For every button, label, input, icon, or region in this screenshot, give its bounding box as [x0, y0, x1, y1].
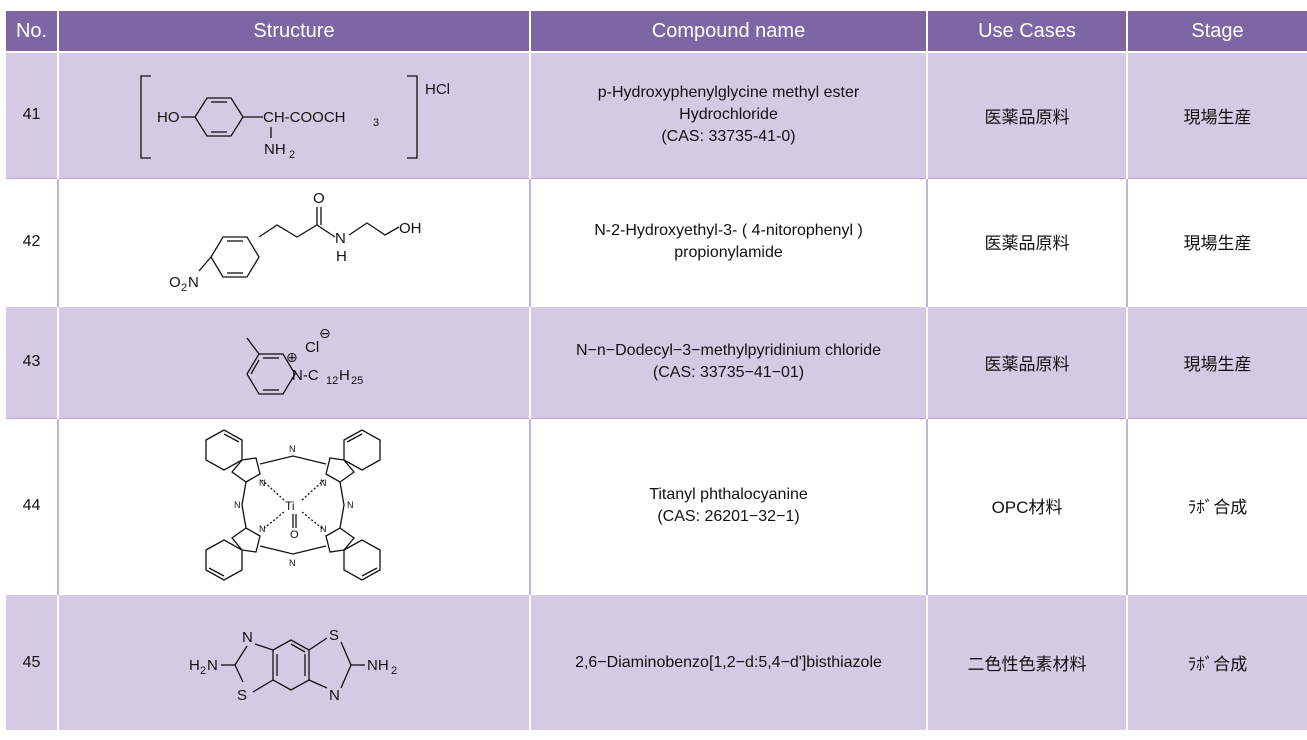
- label-sub3: 3: [373, 117, 379, 129]
- label-oh: OH: [399, 220, 422, 237]
- row-number: 44: [6, 417, 58, 594]
- header-no: No.: [6, 11, 58, 52]
- row-number: 43: [6, 305, 58, 418]
- header-stage: Stage: [1126, 11, 1307, 52]
- label-s-right: S: [329, 627, 339, 644]
- label-o2n-n: N: [188, 274, 199, 291]
- header-row: No. Structure Compound name Use Cases St…: [6, 11, 1307, 52]
- label-o: O: [290, 529, 299, 541]
- structure-42-diagram: O 2 N O N H OH: [169, 190, 422, 294]
- use-case: OPC材料: [926, 417, 1127, 594]
- label-sub25: 25: [351, 375, 363, 387]
- label-o: O: [313, 190, 325, 207]
- label-hcl: HCl: [425, 81, 450, 98]
- header-structure: Structure: [57, 11, 530, 52]
- structure-image: Ti O N N N N N N N N: [57, 417, 530, 594]
- structure-41-diagram: HO CH-COOCH 3 NH 2 HCl: [140, 75, 450, 161]
- table-row: 45 H 2 N N S: [6, 593, 1307, 730]
- label-h: H: [336, 248, 347, 265]
- row-number: 42: [6, 177, 58, 306]
- label-s-left: S: [237, 687, 247, 704]
- table-row: 43 ⊕ Cl ⊖ N-C 12 H 25 N−n−Do: [6, 305, 1307, 418]
- structure-image: H 2 N N S: [57, 593, 530, 730]
- structure-45-diagram: H 2 N N S: [189, 627, 397, 704]
- label-n-inner-1: N: [259, 478, 266, 488]
- stage: 現場生産: [1126, 305, 1307, 418]
- label-o2n-sub: 2: [181, 282, 187, 294]
- label-cl: Cl: [305, 339, 319, 356]
- use-case: 二色性色素材料: [926, 593, 1127, 730]
- compound-name: p-Hydroxyphenylglycine methyl ester Hydr…: [529, 51, 927, 178]
- label-h2n-sub: 2: [200, 665, 206, 677]
- table-row: 41 HO CH-COOCH 3 NH 2 HCl: [6, 51, 1307, 178]
- stage: ﾗﾎﾞ合成: [1126, 593, 1307, 730]
- stage: 現場生産: [1126, 177, 1307, 306]
- label-minus: ⊖: [319, 325, 331, 341]
- use-case: 医薬品原料: [926, 177, 1127, 306]
- label-n-left: N: [242, 629, 253, 646]
- label-sub2: 2: [289, 149, 295, 161]
- compound-table: No. Structure Compound name Use Cases St…: [6, 11, 1307, 730]
- label-plus: ⊕: [286, 349, 298, 365]
- compound-name: 2,6−Diaminobenzo[1,2−d:5,4−d']bisthiazol…: [529, 593, 927, 730]
- stage: ﾗﾎﾞ合成: [1126, 417, 1307, 594]
- label-nh: NH: [264, 141, 286, 158]
- label-n-right: N: [329, 687, 340, 704]
- stage: 現場生産: [1126, 51, 1307, 178]
- compound-name: N−n−Dodecyl−3−methylpyridinium chloride …: [529, 305, 927, 418]
- row-number: 45: [6, 593, 58, 730]
- label-n-left: N: [234, 500, 241, 510]
- label-n-inner-4: N: [320, 524, 327, 534]
- table-row: 44: [6, 417, 1307, 594]
- label-h: H: [339, 367, 350, 384]
- use-case: 医薬品原料: [926, 51, 1127, 178]
- isoindole-bottom-left: [205, 526, 261, 581]
- label-ho: HO: [157, 109, 180, 126]
- label-ch-cooch3: CH-COOCH: [263, 109, 346, 126]
- compound-name: N-2-Hydroxyethyl-3- ( 4-nitorophenyl ) p…: [529, 177, 927, 306]
- table-row: 42 O 2 N O N H: [6, 177, 1307, 306]
- isoindole-top-left: [205, 429, 261, 483]
- label-h2n-h: H: [189, 657, 200, 674]
- label-n-top: N: [289, 444, 296, 454]
- compound-name: Titanyl phthalocyanine (CAS: 26201−32−1): [529, 417, 927, 594]
- label-n-inner-2: N: [320, 478, 327, 488]
- label-n-c: N-C: [292, 367, 319, 384]
- label-nh2-sub: 2: [391, 665, 397, 677]
- label-h2n-n: N: [207, 657, 218, 674]
- label-ti: Ti: [285, 499, 295, 513]
- row-number: 41: [6, 51, 58, 178]
- structure-image: ⊕ Cl ⊖ N-C 12 H 25: [57, 305, 530, 418]
- label-nh2: NH: [367, 657, 389, 674]
- structure-44-diagram: Ti O N N N N N N N N: [205, 429, 381, 581]
- label-sub12: 12: [326, 375, 338, 387]
- header-compound-name: Compound name: [529, 11, 927, 52]
- structure-43-diagram: ⊕ Cl ⊖ N-C 12 H 25: [246, 325, 363, 395]
- label-o2n-o: O: [169, 274, 181, 291]
- use-case: 医薬品原料: [926, 305, 1127, 418]
- label-n-bottom: N: [289, 558, 296, 568]
- label-n: N: [335, 230, 346, 247]
- isoindole-bottom-right: [325, 526, 381, 581]
- isoindole-top-right: [325, 429, 381, 483]
- structure-image: HO CH-COOCH 3 NH 2 HCl: [57, 51, 530, 178]
- label-n-inner-3: N: [259, 524, 266, 534]
- label-n-right: N: [347, 500, 354, 510]
- structure-image: O 2 N O N H OH: [57, 177, 530, 306]
- header-use-cases: Use Cases: [926, 11, 1127, 52]
